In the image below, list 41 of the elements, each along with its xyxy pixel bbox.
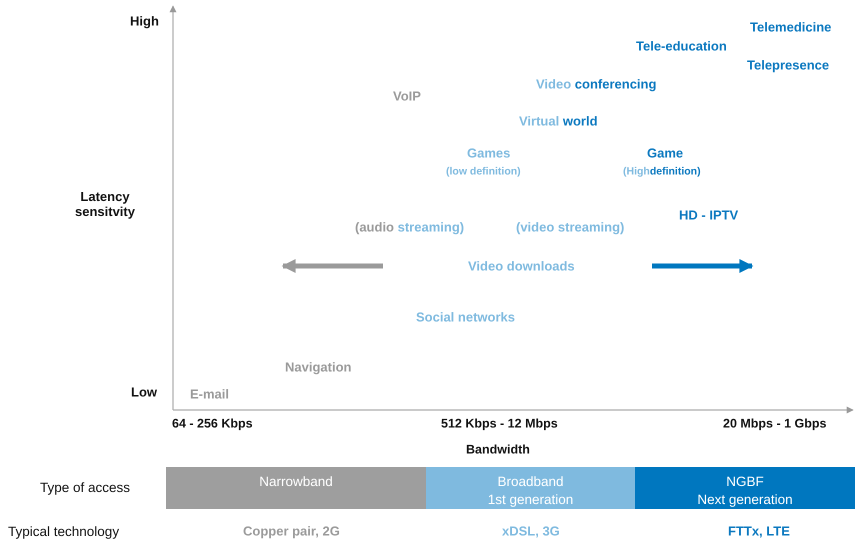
access-band (426, 467, 635, 509)
application-label: Navigation (285, 360, 352, 376)
tick-label: 20 Mbps - 1 Gbps (723, 416, 826, 431)
technology-label: Copper pair, 2G (243, 524, 340, 540)
access-band (166, 467, 426, 509)
application-label: conferencing (574, 78, 656, 92)
application-label: Game (647, 146, 684, 162)
application-note: definition) (650, 166, 701, 178)
application-note: (High (623, 166, 650, 178)
application-label: Tele-education (636, 40, 727, 54)
application-label: HD - IPTV (679, 208, 738, 224)
application-label: (video streaming) (516, 220, 624, 236)
technology-label: FTTx, LTE (728, 524, 790, 540)
technology-label: xDSL, 3G (502, 524, 560, 540)
axis-label: High (130, 14, 159, 30)
application-label: Video (536, 78, 572, 92)
axis-title: Bandwidth (466, 442, 530, 457)
application-label: Telepresence (747, 58, 830, 74)
application-label: Virtual (519, 114, 560, 130)
band-subtitle: Next generation (696, 490, 794, 508)
tick-label: 512 Kbps - 12 Mbps (441, 416, 558, 431)
application-label: streaming) (398, 220, 464, 236)
row-label: Typical technology (8, 524, 120, 540)
band-title: NGBF (725, 473, 765, 491)
band-title: Broadband (496, 473, 565, 491)
application-label: VoIP (393, 90, 421, 104)
application-label: Games (467, 146, 510, 162)
tick-label: 64 - 256 Kbps (172, 416, 253, 431)
axis-label: Low (131, 386, 157, 400)
access-band (635, 467, 855, 509)
application-label: E-mail (190, 388, 230, 402)
row-label: Type of access (40, 480, 130, 496)
application-label: Video downloads (468, 260, 575, 274)
application-label: (audio (355, 220, 394, 236)
band-title: Narrowband (258, 473, 334, 491)
application-label: Telemedicine (750, 20, 832, 36)
application-label: Social networks (416, 310, 515, 326)
axis-title: Latency sensitvity (74, 190, 136, 220)
band-subtitle: 1st generation (486, 490, 574, 508)
application-note: (low definition) (446, 166, 521, 178)
application-label: world (562, 114, 598, 130)
